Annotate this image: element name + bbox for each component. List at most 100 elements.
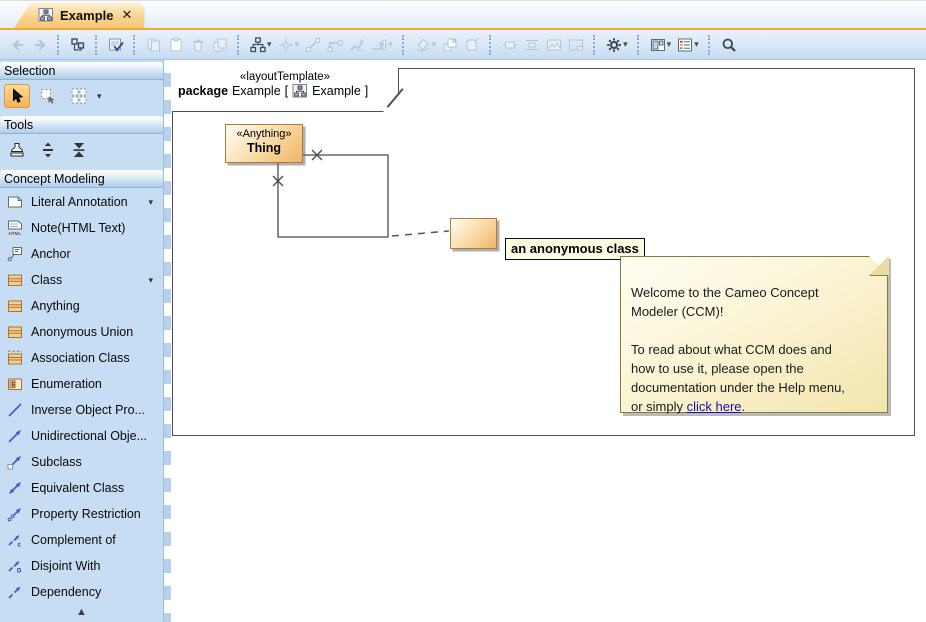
palette-item-subclass[interactable]: Subclass: [0, 449, 163, 475]
anonymous-class-node[interactable]: [450, 218, 497, 249]
chevron-down-icon[interactable]: ▾: [97, 91, 102, 102]
paste-with-layout-button[interactable]: [209, 35, 231, 55]
palette-scroll-up-icon[interactable]: ▲: [0, 606, 163, 618]
welcome-note[interactable]: Welcome to the Cameo ConceptModeler (CCM…: [620, 256, 888, 413]
show-windows-button[interactable]: ▾: [647, 35, 675, 55]
palette-item-equivalent-class[interactable]: Equivalent Class: [0, 475, 163, 501]
note-line: Modeler (CCM)!: [631, 302, 879, 321]
copy-button[interactable]: [143, 35, 165, 55]
chevron-down-icon[interactable]: ▾: [694, 40, 699, 49]
palette-item-complement-of[interactable]: cComplement of: [0, 527, 163, 553]
chevron-down-icon[interactable]: ▾: [623, 40, 628, 49]
palette-item-anonymous-union[interactable]: Anonymous Union: [0, 319, 163, 345]
note-line: how to use it, please open the: [631, 359, 879, 378]
palette-item-label: Anonymous Union: [31, 325, 163, 339]
palette-section-tools[interactable]: Tools: [0, 116, 163, 134]
tab-close-icon[interactable]: ✕: [121, 7, 132, 23]
draw-line-button[interactable]: [302, 35, 324, 55]
vertical-expand-button[interactable]: [35, 138, 61, 162]
chevron-down-icon[interactable]: ▾: [148, 197, 153, 208]
chevron-down-icon[interactable]: ▾: [667, 40, 672, 49]
class-node-thing[interactable]: «Anything» Thing: [225, 124, 303, 163]
diagram-options-button[interactable]: ▾: [603, 35, 631, 55]
arrow-left-icon: [10, 37, 26, 53]
draw-path-button[interactable]: [324, 35, 346, 55]
zoom-search-button[interactable]: [718, 35, 740, 55]
palette-item-unidirectional-obje[interactable]: Unidirectional Obje...: [0, 423, 163, 449]
distribute-button[interactable]: [521, 35, 543, 55]
toolbar-separator: [708, 35, 712, 55]
palette-item-association-class[interactable]: Association Class: [0, 345, 163, 371]
related-elements-button[interactable]: [67, 35, 89, 55]
paint-bucket-icon: [415, 37, 431, 53]
palette-item-anything[interactable]: Anything: [0, 293, 163, 319]
palette-item-class[interactable]: Class▾: [0, 267, 163, 293]
palette-item-disjoint-with[interactable]: D Disjoint With: [0, 553, 163, 579]
show-diagram-frame-button[interactable]: [565, 35, 587, 55]
palette-item-label: Enumeration: [31, 377, 163, 391]
copy-icon: [146, 37, 162, 53]
click-here-link[interactable]: click here: [687, 399, 742, 414]
back-button[interactable]: [7, 35, 29, 55]
chevron-down-icon[interactable]: ▾: [295, 40, 300, 49]
tab-example[interactable]: Example ✕: [14, 2, 144, 28]
chevron-down-icon[interactable]: ▾: [388, 40, 393, 49]
class-box-icon: [7, 324, 23, 340]
distribute-icon: [524, 37, 540, 53]
palette-scrollbar[interactable]: [163, 60, 171, 622]
chevron-down-icon[interactable]: ▾: [432, 40, 437, 49]
marquee-select-button[interactable]: [35, 84, 61, 108]
fill-color-button[interactable]: ▾: [412, 35, 440, 55]
validate-diagram-button[interactable]: [105, 35, 127, 55]
chevron-down-icon[interactable]: ▾: [267, 40, 272, 49]
palette-item-property-restriction[interactable]: Property Restriction: [0, 501, 163, 527]
palette-section-selection[interactable]: Selection: [0, 62, 163, 80]
palette-item-inverse-object-pro[interactable]: Inverse Object Pro...: [0, 397, 163, 423]
paste-button[interactable]: [165, 35, 187, 55]
palette-item-enumeration[interactable]: EEnumeration: [0, 371, 163, 397]
toolbar-separator: [95, 35, 99, 55]
class-box-icon: [7, 298, 23, 314]
svg-text:c: c: [18, 543, 22, 549]
palette-item-label: Inverse Object Pro...: [31, 403, 163, 417]
toolbar-group: ▾▾: [644, 30, 705, 59]
forward-button[interactable]: [29, 35, 51, 55]
note-line: documentation under the Help menu,: [631, 378, 879, 397]
vertical-compress-button[interactable]: [66, 138, 92, 162]
align-icon: [278, 37, 294, 53]
insert-image-button[interactable]: [543, 35, 565, 55]
make-same-width-button[interactable]: [499, 35, 521, 55]
toolbar-separator: [57, 35, 61, 55]
quick-layout-button[interactable]: ▾: [247, 35, 275, 55]
frame-icon: [568, 37, 584, 53]
palette-item-literal-annotation[interactable]: Literal Annotation▾: [0, 189, 163, 215]
legend-button[interactable]: ▾: [674, 35, 702, 55]
delete-button[interactable]: [187, 35, 209, 55]
palette-item-anchor[interactable]: Anchor: [0, 241, 163, 267]
align-shapes-button[interactable]: ▾: [275, 35, 303, 55]
diagram-icon: [38, 7, 54, 23]
disjoint-arrow-icon: D: [7, 558, 23, 574]
line-endpoints-icon: [305, 37, 321, 53]
clear-formatting-button[interactable]: [461, 35, 483, 55]
stamp-mode-button[interactable]: [4, 138, 30, 162]
palette-item-label: Disjoint With: [31, 559, 163, 573]
v-expand-icon: [40, 142, 56, 158]
class-box-icon: [7, 272, 23, 288]
bring-to-front-button[interactable]: [439, 35, 461, 55]
palette-section-concept-modeling[interactable]: Concept Modeling: [0, 170, 163, 188]
toolbar-separator: [237, 35, 241, 55]
note-fold-flap: [870, 256, 889, 275]
reset-paths-button[interactable]: ▾: [368, 35, 396, 55]
palette-item-dependency[interactable]: Dependency: [0, 579, 163, 605]
select-cursor-button[interactable]: [4, 84, 30, 108]
oblique-path-button[interactable]: [346, 35, 368, 55]
palette-item-note-html-text[interactable]: HTMLNote(HTML Text): [0, 215, 163, 241]
note-line: To read about what CCM does and: [631, 340, 879, 359]
diagram-canvas[interactable]: «layoutTemplate» package Example [ Examp…: [171, 60, 926, 622]
layout-tree-icon: [250, 37, 266, 53]
toolbar-group: [715, 30, 743, 59]
multi-select-button[interactable]: [66, 84, 92, 108]
chevron-down-icon[interactable]: ▾: [148, 275, 153, 286]
